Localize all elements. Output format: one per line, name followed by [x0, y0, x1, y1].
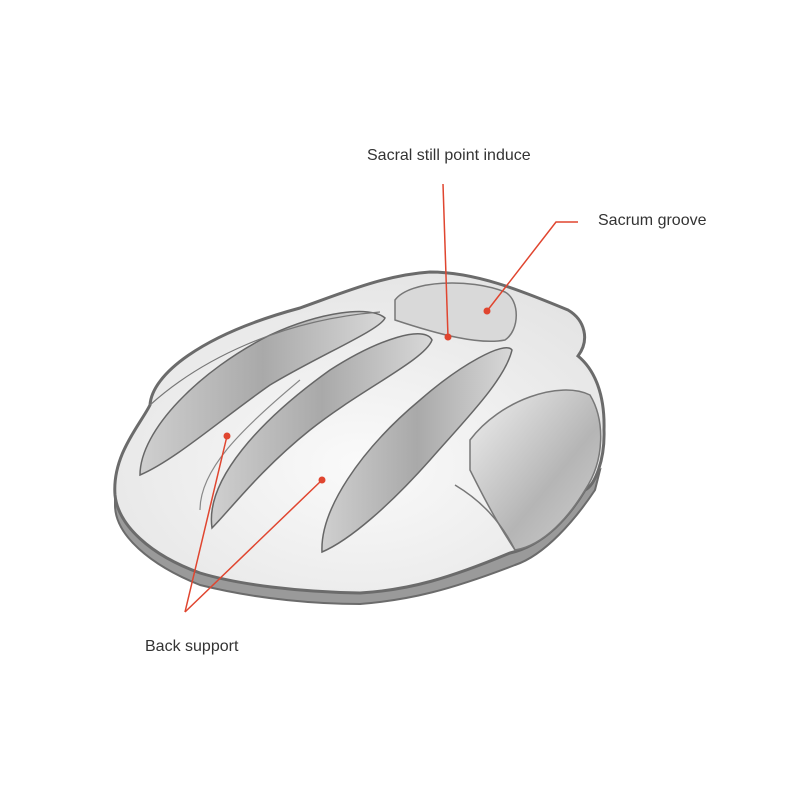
slot-rim-2	[199, 379, 301, 511]
callout-dots	[223, 307, 491, 484]
callout-lines	[184, 183, 578, 613]
cushion-side-ridge	[454, 484, 516, 551]
back-support-slot-2	[210, 333, 433, 530]
back-support-slot-1	[139, 310, 386, 477]
slot-rim-1	[149, 311, 381, 406]
label-sacrum-groove: Sacrum groove	[598, 212, 707, 229]
label-back-support: Back support	[145, 638, 239, 655]
back-support-slot-3	[321, 347, 513, 554]
cushion-body	[113, 270, 606, 595]
label-sacral-still-point: Sacral still point induce	[367, 147, 531, 164]
